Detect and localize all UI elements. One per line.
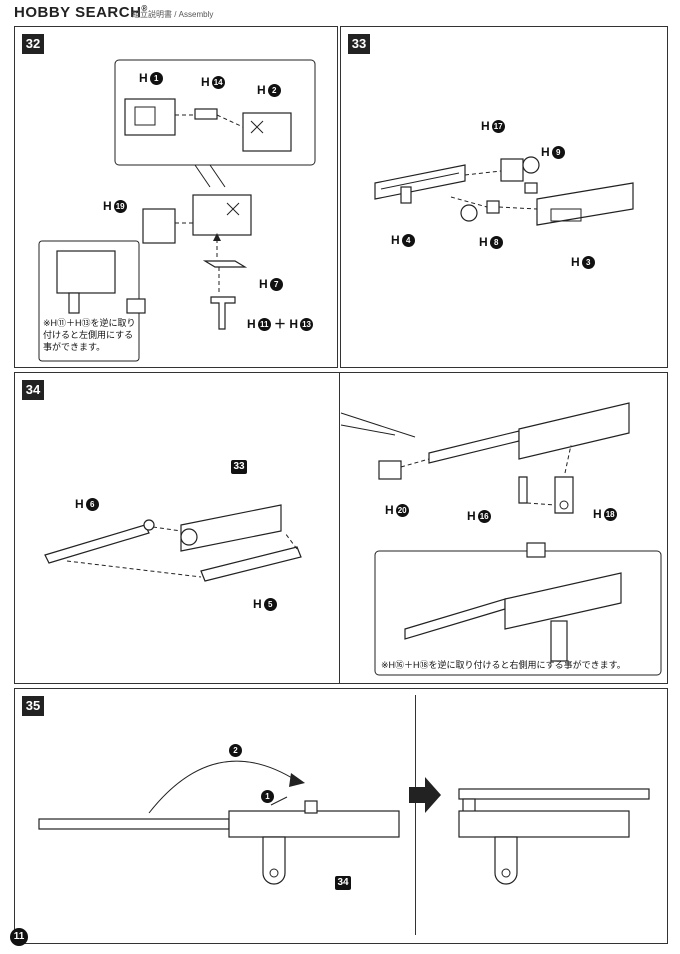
part-h9 (524, 182, 538, 194)
step-35-divider (415, 695, 416, 935)
part-h14 (194, 108, 218, 120)
part-receiver-35 (228, 810, 400, 838)
step-34-divider (339, 373, 340, 683)
part-h2 (242, 112, 292, 152)
flip-icon-2 (526, 542, 546, 558)
part-arm-extended (38, 818, 230, 830)
part-h17 (500, 158, 524, 182)
step-35-panel: 35 1 2 34 (14, 688, 668, 944)
part-h18 (554, 476, 574, 514)
step-33-diagram (374, 156, 634, 226)
step-34-diagram (44, 402, 662, 676)
step-34-badge: 34 (22, 380, 44, 400)
part-h4 (374, 164, 466, 200)
step-32-badge: 32 (22, 34, 44, 54)
inset-receiver (504, 572, 622, 630)
part-h11-h13 (210, 296, 236, 330)
part-assembly-33 (180, 504, 282, 552)
arrow-step-2: 2 (227, 743, 242, 758)
hobby-search-logo: HOBBY SEARCH® (14, 4, 148, 21)
part-h6 (44, 524, 150, 564)
arrow-step-1: 1 (259, 789, 274, 804)
ref-34: 34 (333, 875, 351, 890)
page-number: 11 (10, 928, 28, 946)
step-32-note: ※H⑪＋H⑬を逆に取り付けると左側用にする事ができます。 (43, 318, 136, 352)
breadcrumb: 組立説明書 / Assembly (132, 10, 214, 19)
inset-assembly (56, 250, 116, 294)
part-h1 (124, 98, 176, 136)
step-34-note: ※H⑯＋H⑱を逆に取り付けると右側用にする事ができます。 (381, 660, 626, 670)
part-h19 (142, 208, 176, 244)
part-barrel (428, 430, 520, 464)
next-arrow (409, 777, 441, 813)
part-grip-35 (262, 836, 286, 885)
step-32-diagram (38, 59, 316, 362)
caution-icon-2 (460, 204, 478, 222)
caution-icon-1 (522, 156, 540, 174)
part-arm-folded (458, 788, 650, 800)
part-assembly (192, 194, 252, 236)
ref-33: 33 (229, 459, 247, 474)
inset-barrel (404, 598, 506, 640)
part-receiver-after (458, 810, 630, 838)
part-h7 (202, 260, 248, 268)
part-h16 (518, 476, 528, 504)
part-grip-after (494, 836, 518, 885)
part-h20 (378, 460, 402, 480)
step-35-badge: 35 (22, 696, 44, 716)
step-33-badge: 33 (348, 34, 370, 54)
part-h5 (200, 546, 302, 582)
page-header: HOBBY SEARCH® 組立説明書 / Assembly (0, 0, 680, 24)
part-h8 (486, 200, 500, 214)
step-35-diagram (38, 760, 650, 885)
flip-icon (126, 298, 146, 314)
part-receiver (518, 402, 630, 460)
part-h3 (536, 182, 634, 226)
